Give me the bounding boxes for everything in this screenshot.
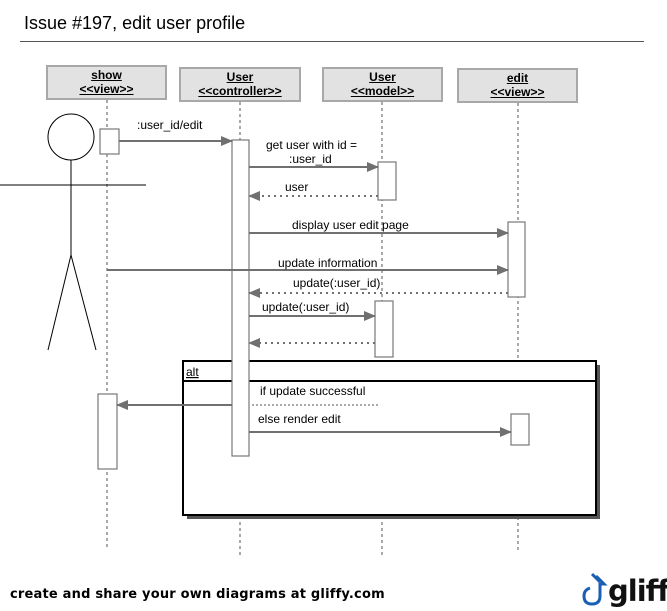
- message-10-label: else render edit: [258, 412, 341, 426]
- lifeline-model-name: User: [369, 70, 396, 84]
- lifeline-edit-header: edit <<view>>: [457, 68, 578, 103]
- diagram-title: Issue #197, edit user profile: [24, 13, 246, 33]
- alt-fragment-label: alt: [186, 365, 199, 379]
- message-2-label: get user with id =: [266, 138, 357, 152]
- lifeline-edit-name: edit: [506, 71, 529, 85]
- lifeline-show-name: show: [91, 68, 122, 82]
- message-4-label: display user edit page: [292, 218, 409, 232]
- message-7-label: update(:user_id): [262, 300, 349, 314]
- activation-model-2: [374, 300, 394, 358]
- lifeline-model-header: User <<model>>: [322, 67, 443, 102]
- message-9-label: if update successful: [260, 384, 365, 398]
- gliffy-logo-text: gliffy: [608, 574, 667, 608]
- activation-controller: [231, 139, 250, 457]
- lifeline-edit-stereotype: <<view>>: [490, 85, 545, 99]
- gliffy-logo-icon: [582, 572, 608, 606]
- title-divider: [20, 41, 644, 42]
- activation-show-1: [99, 128, 120, 155]
- message-5-label: update information: [278, 256, 377, 270]
- alt-fragment: alt: [182, 360, 600, 519]
- actor-icon: [0, 113, 146, 351]
- message-6-label: update(:user_id): [293, 276, 380, 290]
- message-3-label: user: [285, 180, 308, 194]
- activation-edit-1: [507, 221, 526, 298]
- lifeline-show-header: show <<view>>: [46, 65, 167, 100]
- activation-show-2: [97, 393, 118, 470]
- lifeline-show-stereotype: <<view>>: [79, 82, 134, 96]
- lifeline-controller-name: User: [226, 70, 254, 84]
- activation-model-1: [377, 161, 397, 201]
- message-1-label: :user_id/edit: [137, 118, 203, 132]
- footer-text: create and share your own diagrams at gl…: [10, 587, 385, 602]
- lifeline-controller-stereotype: <<controller>>: [198, 84, 282, 98]
- lifeline-controller-header: User <<controller>>: [179, 67, 301, 102]
- lifeline-model-stereotype: <<model>>: [350, 84, 415, 98]
- activation-edit-2: [510, 413, 530, 446]
- message-2-label-line2: :user_id: [289, 152, 332, 166]
